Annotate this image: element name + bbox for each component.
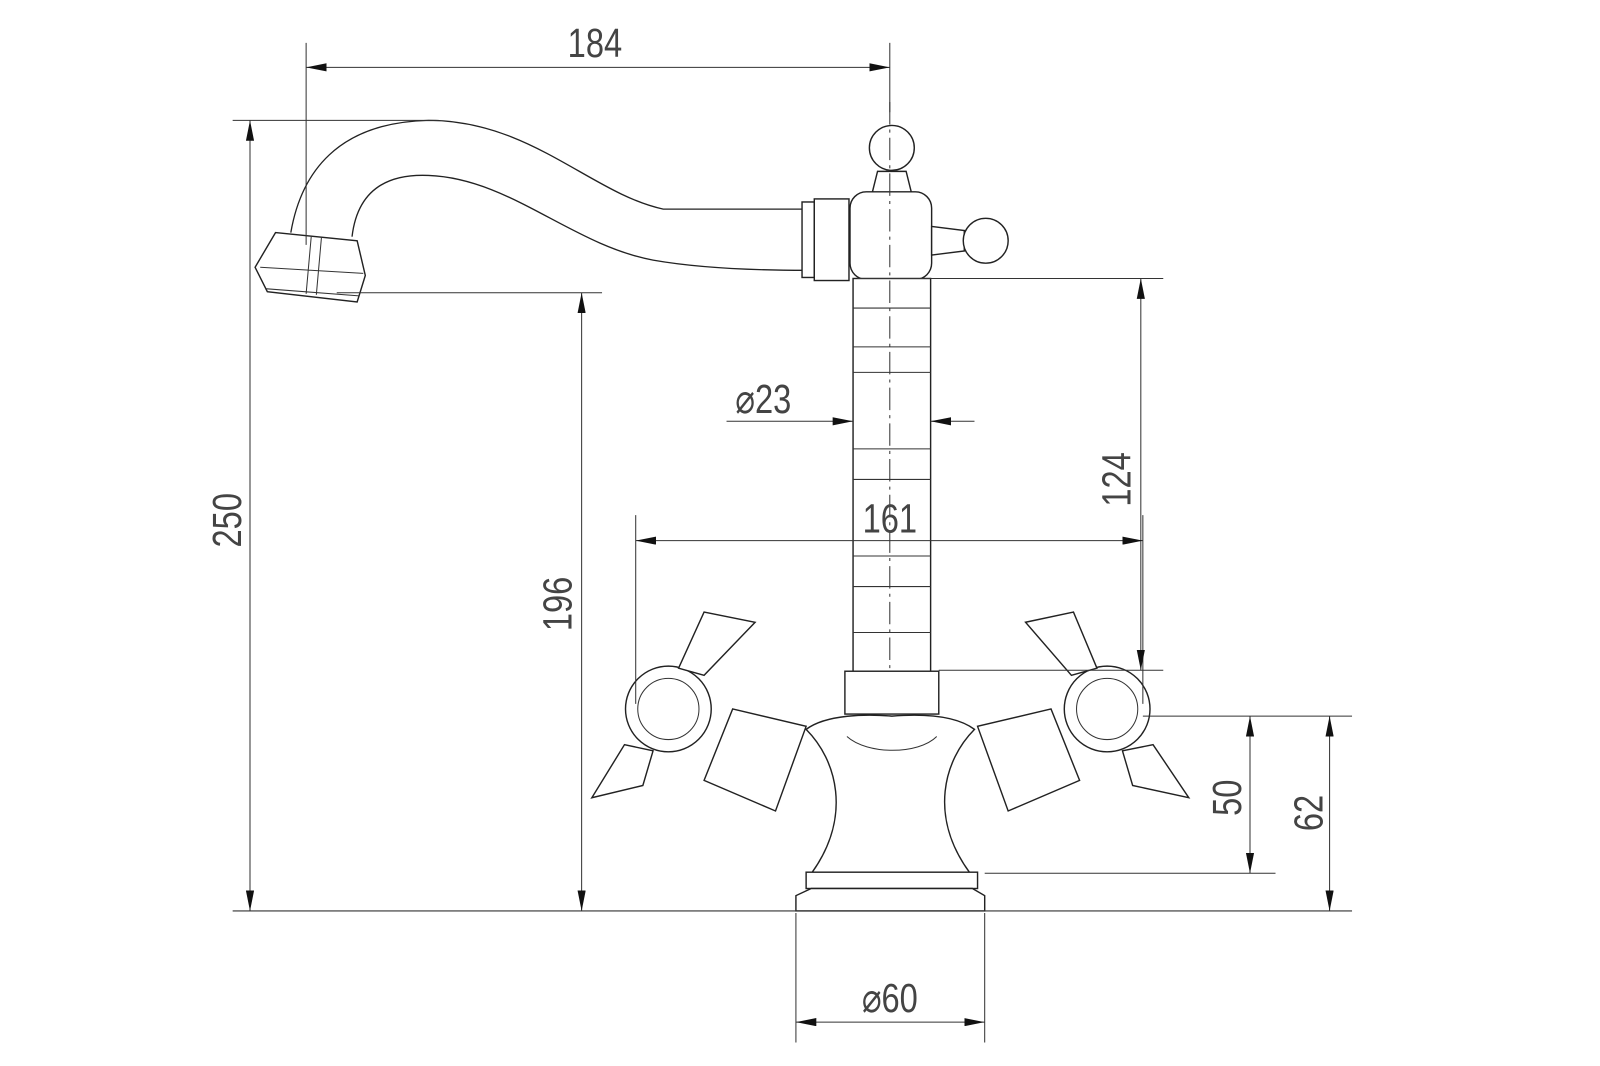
dimension-labels: 184 250 196 ⌀23 124 161 50 62 ⌀60 bbox=[204, 21, 1331, 1021]
label-62: 62 bbox=[1286, 795, 1331, 831]
column bbox=[852, 277, 932, 674]
label-184: 184 bbox=[568, 21, 622, 66]
top-knob bbox=[868, 124, 915, 172]
label-60: ⌀60 bbox=[862, 975, 918, 1020]
extension-lines bbox=[232, 42, 1353, 1043]
spout bbox=[290, 119, 807, 233]
dimension-lines bbox=[245, 63, 1334, 1027]
left-handle bbox=[590, 611, 808, 812]
label-50: 50 bbox=[1204, 780, 1249, 816]
aerator bbox=[254, 231, 367, 303]
right-handle bbox=[976, 611, 1191, 812]
label-23: ⌀23 bbox=[735, 377, 791, 422]
body bbox=[805, 714, 976, 873]
base bbox=[805, 871, 979, 890]
mixer-head bbox=[849, 191, 933, 281]
faucet-outline bbox=[254, 102, 1191, 912]
side-knob bbox=[962, 217, 1009, 264]
label-124: 124 bbox=[1094, 452, 1139, 506]
label-196: 196 bbox=[535, 577, 580, 631]
label-161: 161 bbox=[863, 496, 917, 541]
label-250: 250 bbox=[204, 493, 249, 547]
